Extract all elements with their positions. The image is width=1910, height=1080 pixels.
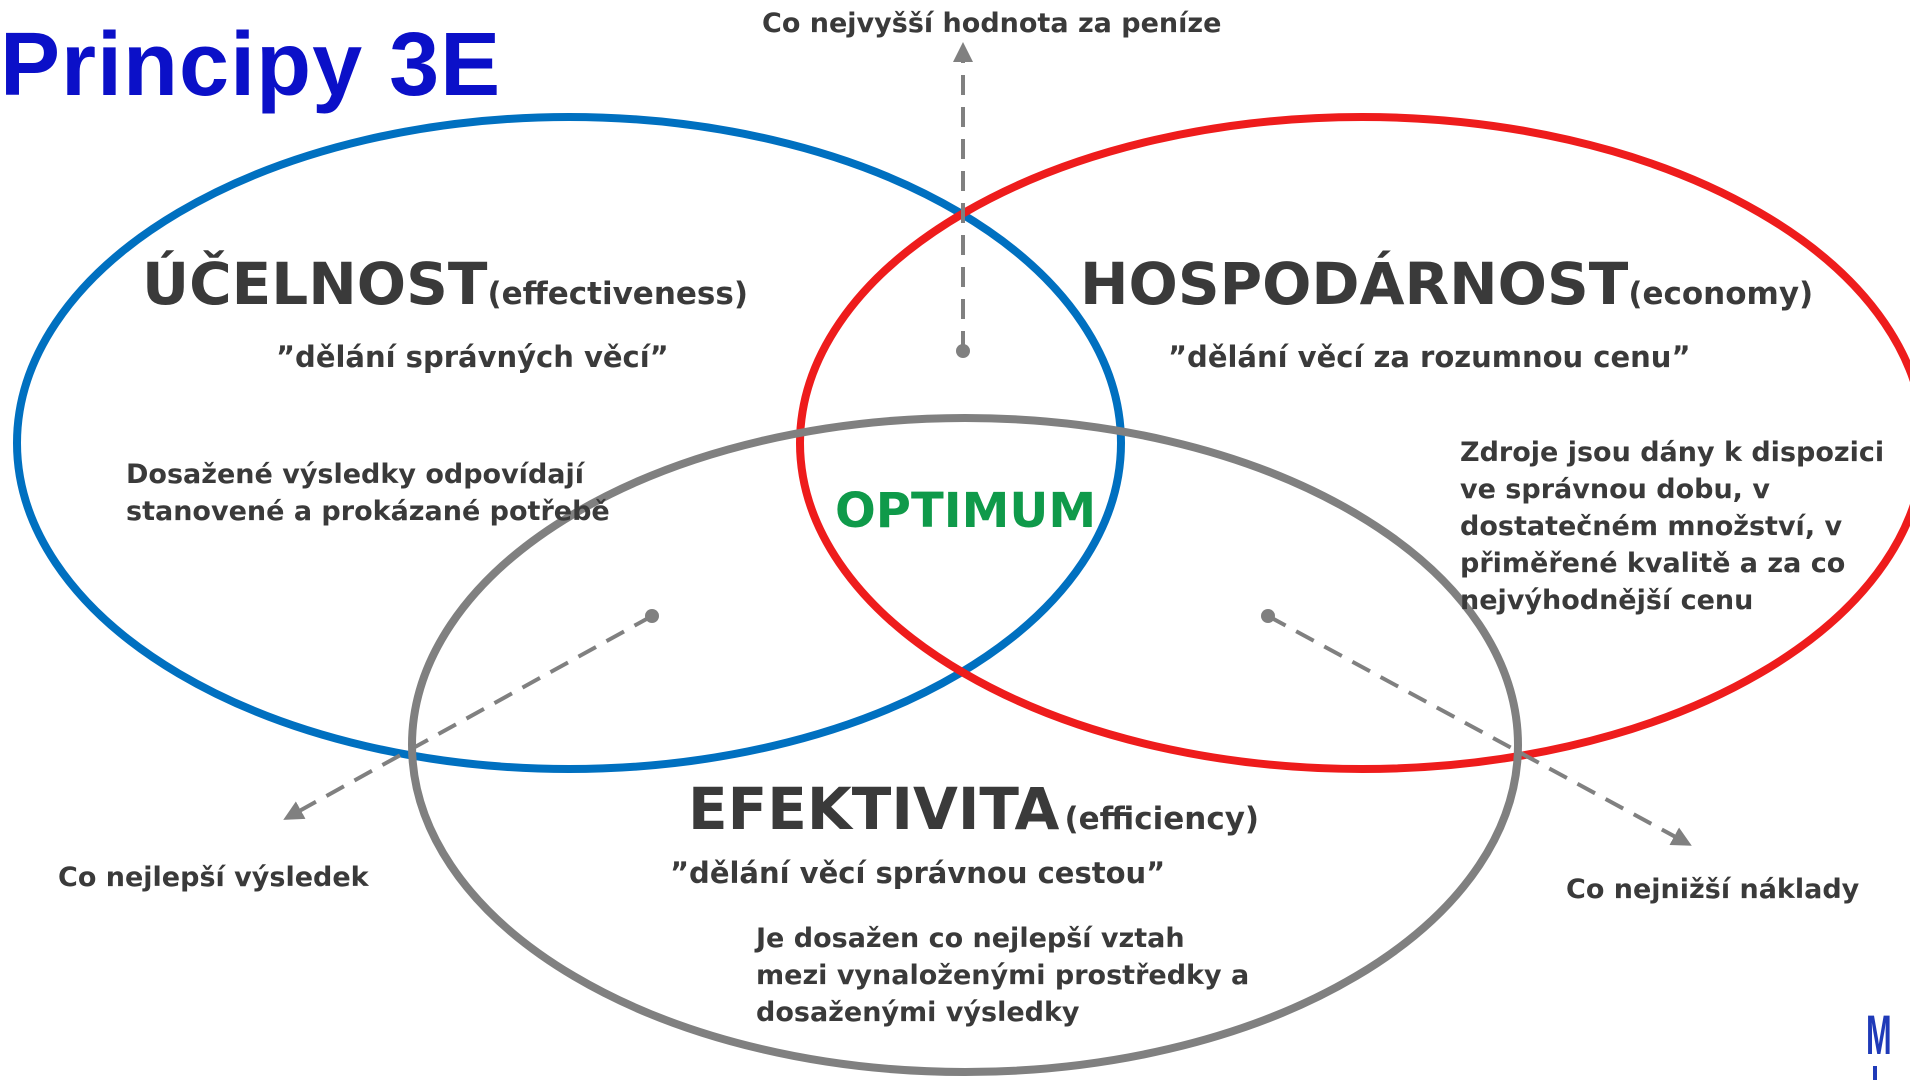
efficiency-description: Je dosažen co nejlepší vztah mezi vynalo… [756,923,1250,1028]
economy-english: (economy) [1628,276,1814,312]
effectiveness-heading-group: ÚČELNOST(effectiveness) [142,250,748,318]
optimum-label: OPTIMUM [835,483,1097,539]
logo: M [1866,1003,1892,1066]
logo-bar [1873,1066,1877,1080]
effectiveness-circle [13,113,1125,773]
effectiveness-quote: ”dělání správných věcí” [276,340,669,374]
efficiency-english: (efficiency) [1064,801,1260,837]
right-pointer-dot [1261,609,1275,623]
efficiency-heading: EFEKTIVITA [688,775,1060,843]
left-pointer-arrow [283,614,653,820]
page-title: Principy 3E [0,15,502,115]
economy-heading-group: HOSPODÁRNOST(economy) [1080,250,1813,318]
top-pointer-dot [956,344,970,358]
economy-circle [796,113,1910,773]
efficiency-heading-group: EFEKTIVITA (efficiency) [688,775,1259,843]
economy-heading: HOSPODÁRNOST [1080,250,1629,318]
economy-description: Zdroje jsou dány k dispozici ve správnou… [1460,437,1885,616]
economy-pointer-label: Co nejnižší náklady [1566,874,1860,905]
effectiveness-description: Dosažené výsledky odpovídají stanovené a… [126,459,610,527]
effectiveness-heading: ÚČELNOST [142,250,488,318]
right-pointer-arrow [1267,614,1692,846]
left-pointer-dot [645,609,659,623]
efficiency-circle [408,414,1522,1076]
efficiency-quote: ”dělání věcí správnou cestou” [670,856,1166,890]
effectiveness-pointer-label: Co nejlepší výsledek [58,862,369,893]
economy-quote: ”dělání věcí za rozumnou cenu” [1168,340,1691,374]
effectiveness-english: (effectiveness) [487,276,748,312]
top-pointer-label: Co nejvyšší hodnota za peníze [762,8,1222,39]
